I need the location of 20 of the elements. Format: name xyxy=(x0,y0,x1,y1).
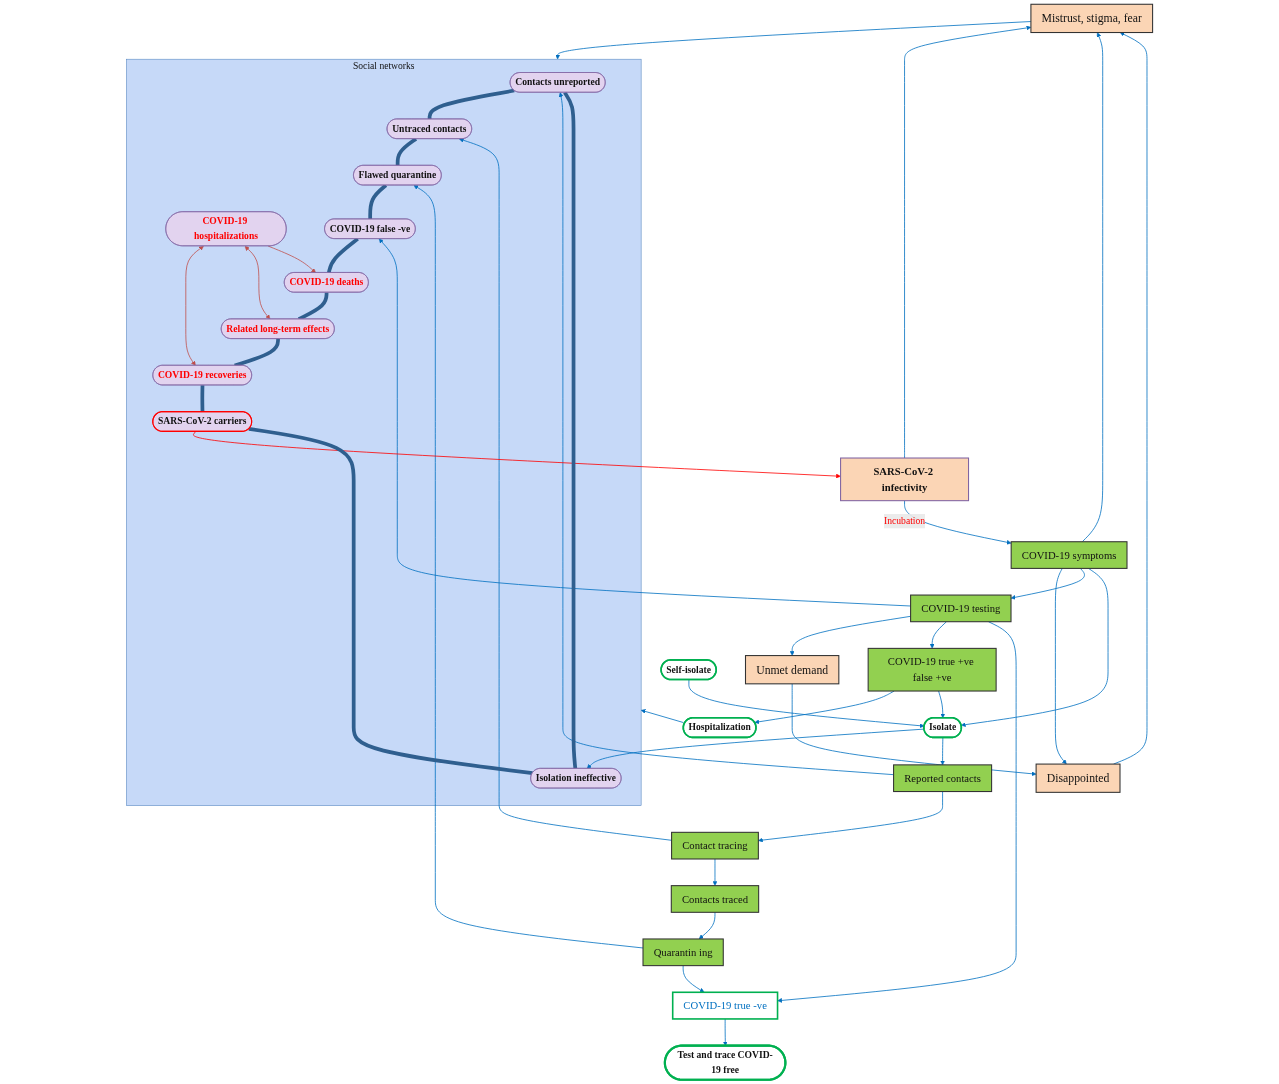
node-box: Unmet demand xyxy=(744,655,840,685)
connector xyxy=(395,137,418,166)
node-box: Quarantin ing xyxy=(642,938,724,967)
connector xyxy=(200,385,205,412)
node-box: SARS-CoV-2 infectivity xyxy=(840,457,970,502)
edge-label: Incubation xyxy=(884,515,926,527)
node-box: Reported contacts xyxy=(893,764,993,793)
node-box: COVID-19 symptoms xyxy=(1010,541,1128,569)
node-box: Contact tracing xyxy=(671,831,759,860)
connector xyxy=(563,91,578,769)
node-box: Contacts traced xyxy=(670,885,760,913)
node-box: COVID-19 true -ve xyxy=(671,991,779,1020)
node-box: COVID-19 testing xyxy=(910,594,1012,623)
node-box: Mistrust, stigma, fear xyxy=(1030,3,1154,34)
connector xyxy=(248,427,533,775)
connector xyxy=(327,237,359,274)
connector xyxy=(234,338,280,368)
node-box: Disappointed xyxy=(1035,763,1121,793)
connector xyxy=(427,88,515,120)
node-box: COVID-19 true +ve false +ve xyxy=(867,647,997,692)
